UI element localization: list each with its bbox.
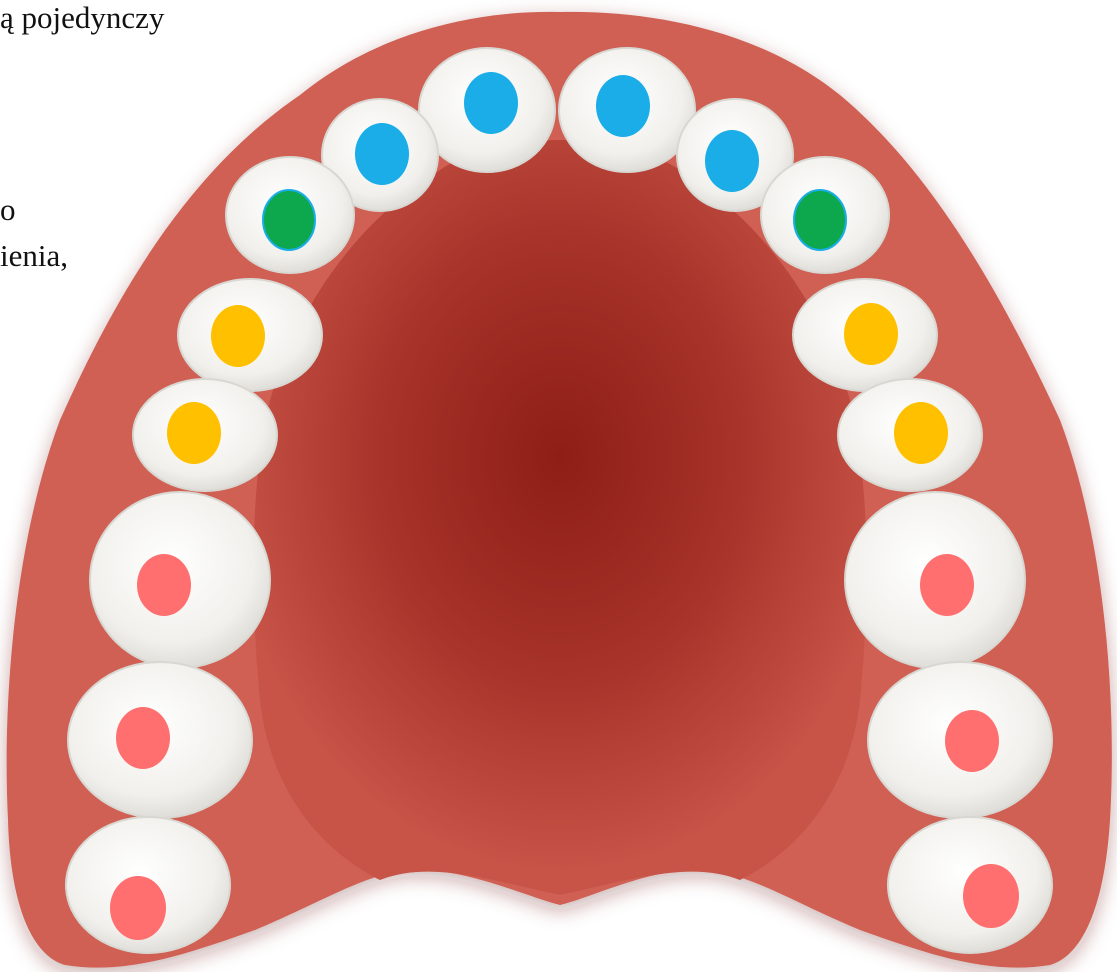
right-third-molar-marker-molar: [963, 864, 1019, 928]
right-second-premolar-marker-premolar: [894, 402, 948, 464]
right-central-incisor-marker-incisor: [596, 75, 650, 137]
left-third-molar-marker-molar: [110, 876, 166, 940]
left-second-premolar-marker-premolar: [167, 402, 221, 464]
left-lateral-incisor-marker-incisor: [355, 123, 409, 185]
right-first-molar-marker-molar: [920, 554, 974, 616]
right-lateral-incisor-marker-incisor: [705, 130, 759, 192]
left-first-molar-marker-molar: [137, 554, 191, 616]
left-first-premolar-marker-premolar: [211, 305, 265, 367]
left-second-molar-marker-molar: [116, 707, 170, 769]
right-second-molar-marker-molar: [945, 710, 999, 772]
left-central-incisor-marker-incisor: [464, 72, 518, 134]
right-canine-marker-canine: [794, 190, 846, 250]
right-first-premolar-marker-premolar: [844, 303, 898, 365]
left-canine-marker-canine: [263, 190, 315, 250]
